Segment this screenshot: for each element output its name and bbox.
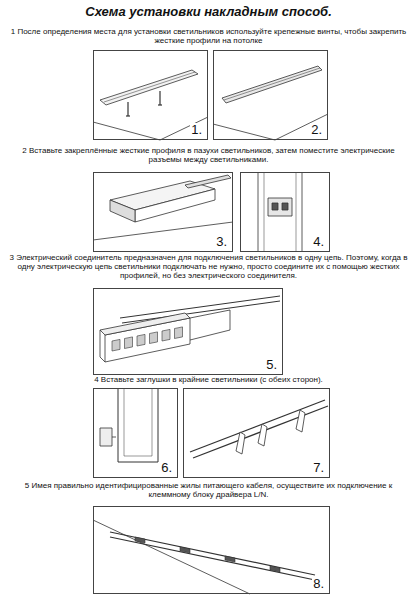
step-panel: 5. (93, 288, 283, 375)
screw-head (126, 115, 130, 116)
luminaire-end (100, 330, 105, 362)
callout-number: 8. (312, 577, 325, 591)
led-module (175, 327, 183, 339)
callout-number: 5. (265, 358, 278, 372)
ceiling-edge (275, 114, 328, 140)
callout-number: 2. (310, 123, 323, 137)
step-instruction: 4 Вставьте заглушки в крайние светильник… (8, 375, 409, 384)
ceiling-edge (93, 222, 233, 240)
profile-u (118, 388, 158, 462)
callout-number: 3. (215, 235, 228, 249)
step-panel: 7. (183, 388, 330, 478)
screw-head (158, 104, 162, 105)
step-instruction: 3 Электрический соединитель предназначен… (8, 253, 409, 281)
callout-number: 7. (312, 461, 325, 475)
page-title: Схема установки накладным способ. (4, 4, 413, 19)
spotlight (236, 432, 245, 454)
step-panel: 8. (93, 506, 330, 594)
rigid-profile (100, 70, 198, 105)
screw (127, 102, 128, 116)
rigid-profile (185, 175, 231, 188)
led-module (137, 334, 145, 346)
rigid-profile (120, 296, 280, 318)
spotlight (296, 410, 305, 432)
led-module (112, 339, 120, 351)
electrical-connector (268, 198, 292, 216)
step-instruction: 1 После определения места для установки … (8, 27, 409, 45)
step-panel: 1. (93, 50, 208, 140)
profile-groove (224, 68, 320, 100)
step-panel: 4. (240, 172, 330, 252)
luminaire-joint (190, 310, 230, 340)
driver-block (270, 566, 280, 572)
track (193, 406, 328, 458)
insert-arrow (112, 437, 116, 438)
led-module (162, 329, 170, 341)
rigid-profile (222, 66, 322, 103)
screw (159, 91, 160, 105)
step-instruction: 2 Вставьте закреплённые жесткие профиля … (8, 146, 409, 164)
track-inner (296, 172, 297, 252)
step-panel: 3. (93, 172, 233, 252)
end-cap (100, 428, 112, 446)
track (110, 537, 315, 580)
connector-pin (282, 203, 288, 210)
step-panel: 6. (93, 388, 178, 478)
ceiling-edge (160, 117, 208, 140)
driver-block (135, 537, 145, 543)
driver-block (225, 556, 235, 562)
track (110, 532, 315, 575)
callout-number: 6. (160, 461, 173, 475)
step-panel: 2. (213, 50, 328, 140)
step-instruction: 5 Имея правильно идентифицированные жилы… (8, 481, 409, 499)
profile-inner (124, 388, 152, 456)
profile-groove (104, 72, 195, 102)
luminaire-front (135, 189, 215, 222)
ceiling-edge (93, 122, 160, 140)
rigid-profile (122, 301, 280, 323)
led-module (125, 337, 133, 349)
led-module (150, 332, 158, 344)
track-side (302, 172, 303, 252)
luminaire-end (110, 200, 135, 222)
callout-number: 1. (190, 123, 203, 137)
connector-pin (272, 203, 278, 210)
ceiling-edge (213, 124, 275, 140)
spotlight (258, 424, 267, 446)
driver-block (180, 547, 190, 553)
track-inner (264, 172, 265, 252)
callout-number: 4. (312, 235, 325, 249)
track-side (258, 172, 259, 252)
track (190, 400, 325, 452)
ceiling-edge (93, 520, 250, 594)
